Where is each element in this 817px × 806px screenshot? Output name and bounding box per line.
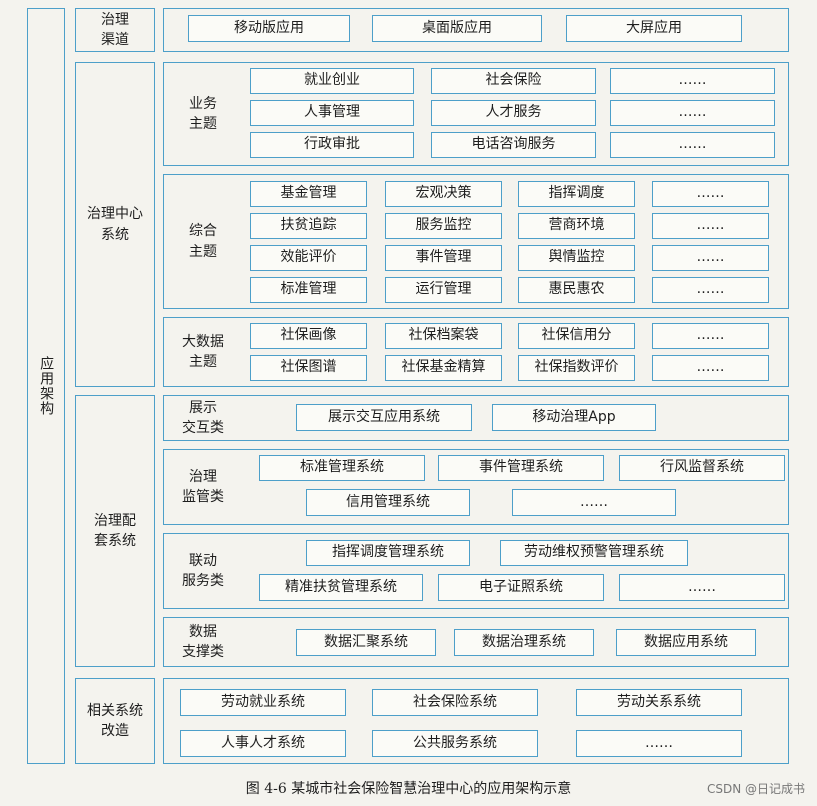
- business-item: 人事管理: [250, 100, 414, 126]
- supervision-panel: [163, 449, 789, 525]
- business-item: ……: [610, 100, 775, 126]
- display-panel: [163, 395, 789, 441]
- supporting-label: 治理配 套系统: [94, 512, 136, 549]
- business-theme-label: 业务 主题: [189, 95, 217, 132]
- business-item: 人才服务: [431, 100, 596, 126]
- comprehensive-item: 宏观决策: [385, 181, 502, 207]
- governance-center-label: 治理中心 系统: [87, 206, 143, 243]
- related-item: 劳动就业系统: [180, 689, 346, 716]
- supervision-label: 治理 监管类: [182, 468, 224, 505]
- comprehensive-item: 运行管理: [385, 277, 502, 303]
- comprehensive-item: 服务监控: [385, 213, 502, 239]
- supporting-frame: [75, 395, 155, 667]
- display-label: 展示 交互类: [182, 399, 224, 436]
- linkage-label: 联动 服务类: [182, 552, 224, 589]
- business-item: 电话咨询服务: [431, 132, 596, 158]
- linkage-panel: [163, 533, 789, 609]
- related-item: 公共服务系统: [372, 730, 538, 757]
- supervision-item: 标准管理系统: [259, 455, 425, 481]
- related-item: 社会保险系统: [372, 689, 538, 716]
- bigdata-item: 社保指数评价: [518, 355, 635, 381]
- comprehensive-item: 指挥调度: [518, 181, 635, 207]
- related-item: 劳动关系系统: [576, 689, 742, 716]
- linkage-item: 劳动维权预警管理系统: [500, 540, 688, 566]
- bigdata-item: 社保画像: [250, 323, 367, 349]
- business-item: ……: [610, 68, 775, 94]
- related-panel: [163, 678, 789, 764]
- display-item: 展示交互应用系统: [296, 404, 472, 431]
- supervision-item: 行风监督系统: [619, 455, 785, 481]
- data-support-label: 数据 支撑类: [182, 623, 224, 660]
- supervision-item: 事件管理系统: [438, 455, 604, 481]
- bigdata-item: 社保档案袋: [385, 323, 502, 349]
- related-label: 相关系统 改造: [87, 702, 143, 739]
- business-item: ……: [610, 132, 775, 158]
- comprehensive-item: 事件管理: [385, 245, 502, 271]
- data-support-item: 数据汇聚系统: [296, 629, 436, 656]
- related-item: ……: [576, 730, 742, 757]
- comprehensive-item: 标准管理: [250, 277, 367, 303]
- business-item: 行政审批: [250, 132, 414, 158]
- data-support-item: 数据应用系统: [616, 629, 756, 656]
- supervision-item: ……: [512, 489, 676, 516]
- related-frame: [75, 678, 155, 764]
- linkage-item: 指挥调度管理系统: [306, 540, 470, 566]
- bigdata-theme-panel: [163, 317, 789, 387]
- comprehensive-item: ……: [652, 245, 769, 271]
- supervision-item: 信用管理系统: [306, 489, 470, 516]
- channels-label: 治理 渠道: [101, 11, 129, 48]
- architecture-label: 应用架构: [27, 8, 65, 764]
- linkage-item: 精准扶贫管理系统: [259, 574, 423, 601]
- comprehensive-item: 惠民惠农: [518, 277, 635, 303]
- business-item: 就业创业: [250, 68, 414, 94]
- display-item: 移动治理App: [492, 404, 656, 431]
- comprehensive-item: ……: [652, 277, 769, 303]
- comprehensive-theme-panel: [163, 174, 789, 309]
- bigdata-item: ……: [652, 355, 769, 381]
- bigdata-theme-label: 大数据 主题: [182, 333, 224, 370]
- comprehensive-item: 基金管理: [250, 181, 367, 207]
- watermark: CSDN @日记成书: [706, 782, 805, 796]
- figure-caption: 图 4-6 某城市社会保险智慧治理中心的应用架构示意: [245, 781, 572, 797]
- business-item: 社会保险: [431, 68, 596, 94]
- channel-bigscreen-app: 大屏应用: [566, 15, 742, 42]
- linkage-item: ……: [619, 574, 785, 601]
- comprehensive-item: ……: [652, 181, 769, 207]
- channel-mobile-app: 移动版应用: [188, 15, 350, 42]
- related-item: 人事人才系统: [180, 730, 346, 757]
- channels-panel: [163, 8, 789, 52]
- linkage-item: 电子证照系统: [438, 574, 604, 601]
- comprehensive-item: 扶贫追踪: [250, 213, 367, 239]
- comprehensive-item: 效能评价: [250, 245, 367, 271]
- comprehensive-item: 营商环境: [518, 213, 635, 239]
- bigdata-item: ……: [652, 323, 769, 349]
- comprehensive-theme-label: 综合 主题: [189, 223, 217, 260]
- bigdata-item: 社保图谱: [250, 355, 367, 381]
- bigdata-item: 社保基金精算: [385, 355, 502, 381]
- channels-label-frame: [75, 8, 155, 52]
- business-theme-panel: [163, 62, 789, 166]
- comprehensive-item: 舆情监控: [518, 245, 635, 271]
- comprehensive-item: ……: [652, 213, 769, 239]
- governance-center-frame: [75, 62, 155, 387]
- data-support-item: 数据治理系统: [454, 629, 594, 656]
- data-support-panel: [163, 617, 789, 667]
- channel-desktop-app: 桌面版应用: [372, 15, 542, 42]
- bigdata-item: 社保信用分: [518, 323, 635, 349]
